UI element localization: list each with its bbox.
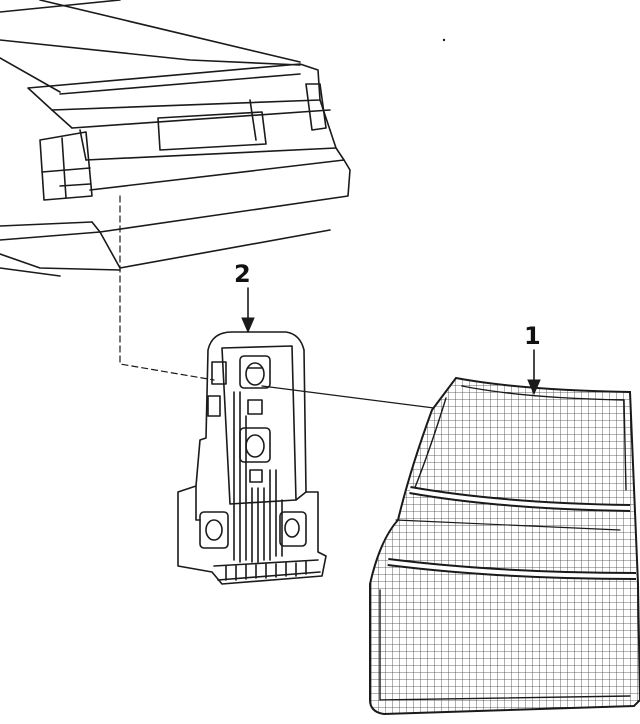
stray-dot bbox=[442, 38, 446, 42]
leader-dashed-line bbox=[119, 195, 215, 381]
callout-1: 1 bbox=[524, 322, 541, 396]
callout-2: 2 bbox=[234, 260, 255, 334]
leader-solid-line bbox=[261, 385, 435, 409]
callout-2-label: 2 bbox=[234, 260, 251, 288]
tail-lamp-lens bbox=[369, 376, 640, 716]
car-rear-illustration bbox=[0, 0, 351, 277]
callout-1-label: 1 bbox=[524, 322, 541, 350]
bulb-socket-carrier bbox=[177, 331, 327, 585]
